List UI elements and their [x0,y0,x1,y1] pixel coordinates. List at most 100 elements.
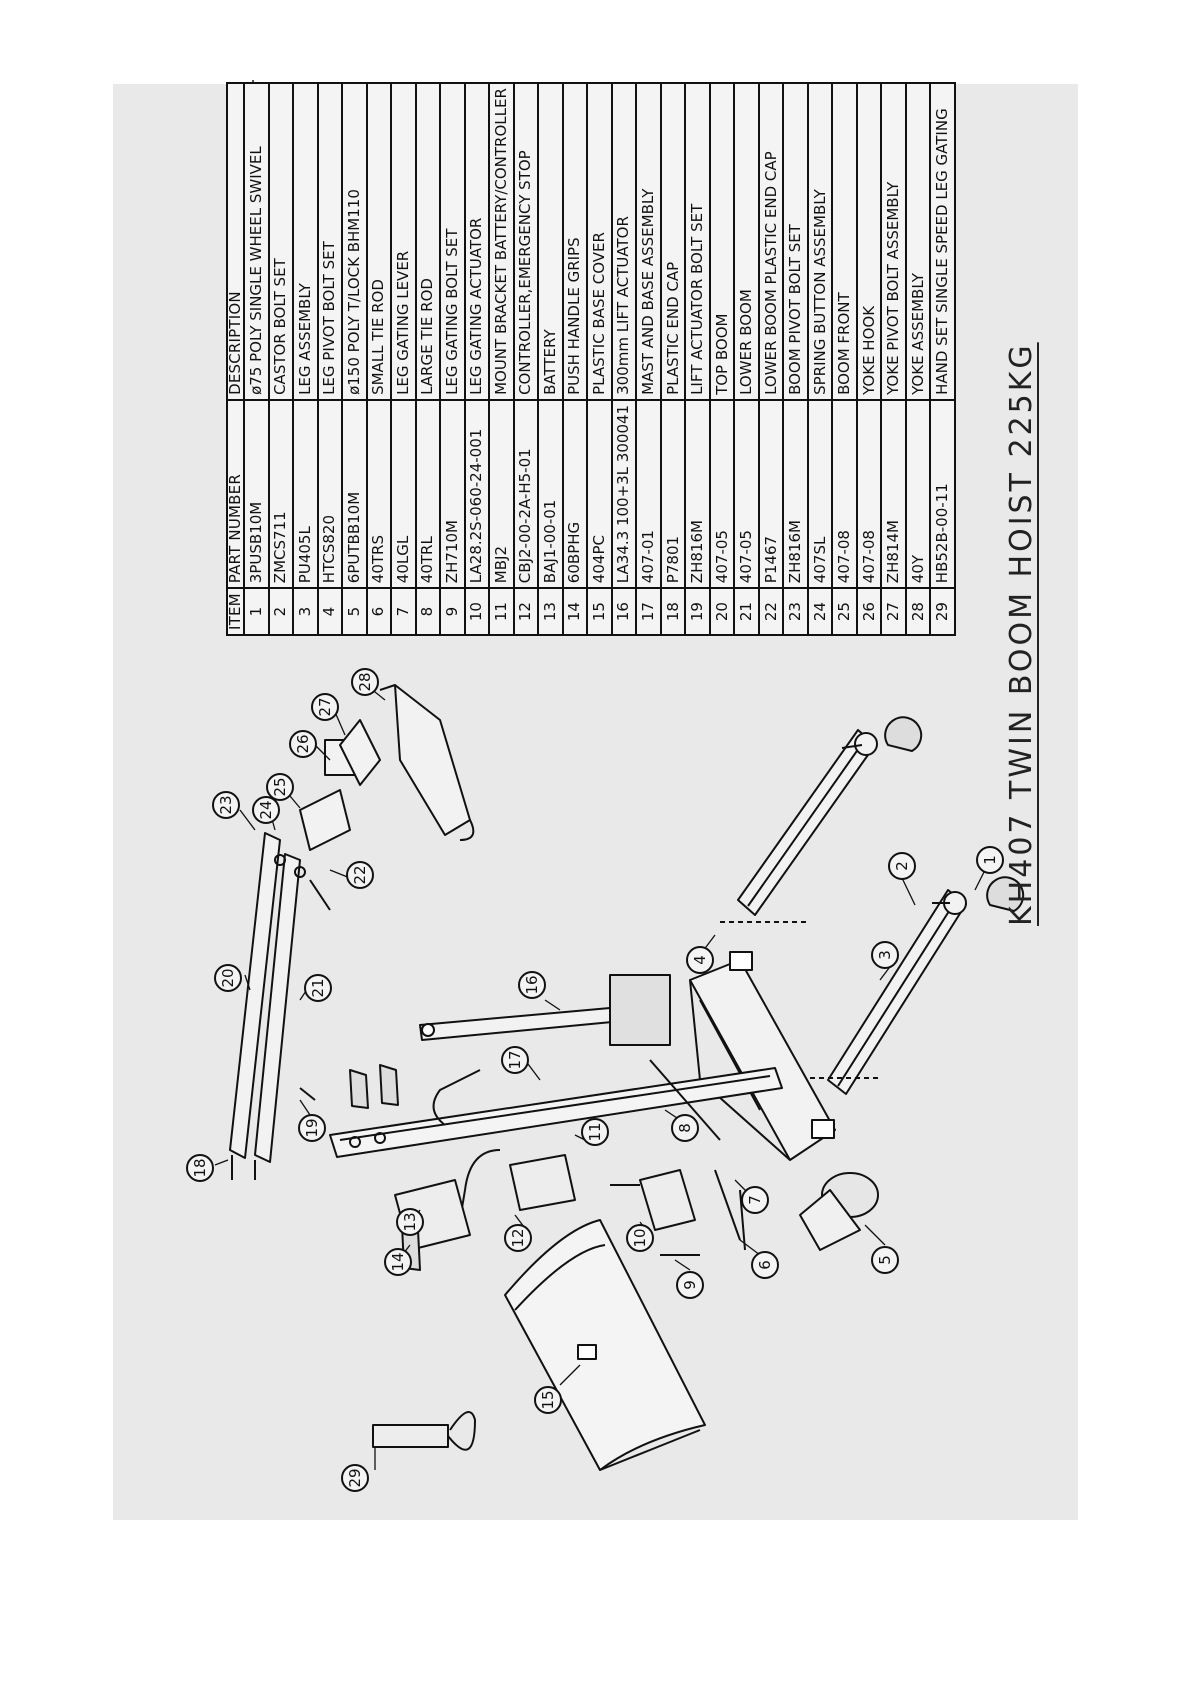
svg-text:11: 11 [586,1122,604,1141]
table-cell-part-number: 40TRL [415,399,441,589]
table-cell-part-number: ZMCS711 [268,399,294,589]
table-cell-description: MAST AND BASE ASSEMBLY [636,83,661,400]
header-description: DESCRIPTION [227,83,244,400]
table-cell-part-number: 407-08 [832,399,857,589]
tie-rods [649,1059,746,1251]
table-cell-part-number: 407SL [807,399,833,589]
svg-text:14: 14 [389,1252,407,1271]
table-cell-description: PLASTIC END CAP [660,83,686,400]
svg-text:16: 16 [523,975,541,994]
table-cell-part-number: 407-05 [734,399,759,589]
table-cell-description: 300mm LIFT ACTUATOR [611,83,637,400]
table-cell-part-number: ZH710M [440,399,465,589]
table-cell-description: SMALL TIE ROD [366,83,392,400]
table-cell-description: BOOM FRONT [832,83,857,400]
table-cell-part-number: 407-08 [856,399,882,589]
yoke-assembly [379,684,475,841]
svg-text:6: 6 [756,1260,774,1270]
table-cell-description: PUSH HANDLE GRIPS [562,83,588,400]
table-cell-item: 8 [415,588,441,635]
table-cell-item: 16 [611,588,637,635]
header-item: ITEM [227,588,244,635]
table-cell-item: 14 [562,588,588,635]
table-cell-item: 13 [538,588,563,635]
table-cell-part-number: CBJ2-00-2A-H5-01 [513,399,539,589]
table-cell-description: LEG ASSEMBLY [293,83,318,400]
table-cell-item: 22 [758,588,784,635]
leg-assembly-right [737,716,923,916]
leg-gating-actuator [610,1169,700,1256]
table-cell-item: 10 [464,588,490,635]
table-cell-part-number: 40Y [905,399,931,589]
balloon-23: 23 [212,791,240,819]
svg-text:25: 25 [271,777,289,796]
table-cell-description: LEG GATING LEVER [391,83,416,400]
table-cell-description: BATTERY [538,83,563,400]
table-cell-part-number: ZH814M [881,399,906,589]
table-cell-description: YOKE PIVOT BOLT ASSEMBLY [881,83,906,400]
table-cell-part-number: 404PC [587,399,612,589]
plastic-base-cover [504,1219,706,1471]
table-cell-description: YOKE ASSEMBLY [905,83,931,400]
table-cell-description: HAND SET SINGLE SPEED LEG GATING [930,83,955,400]
table-cell-part-number: 3PUSB10M [244,399,269,589]
balloon-11: 11 [581,1118,609,1146]
table-cell-item: 25 [832,588,857,635]
balloon-4: 4 [686,946,714,974]
table-cell-part-number: P7801 [660,399,686,589]
balloon-15: 15 [534,1386,562,1414]
table-cell-part-number: LA28.2S-060-24-001 [464,399,490,589]
balloon-12: 12 [504,1224,532,1252]
table-cell-description: CASTOR BOLT SET [268,83,294,400]
balloon-26: 26 [289,730,317,758]
balloon-29: 29 [341,1464,369,1492]
svg-text:23: 23 [217,795,235,814]
table-cell-part-number: 60BPHG [562,399,588,589]
balloon-7: 7 [741,1186,769,1214]
table-cell-item: 23 [783,588,808,635]
table-cell-part-number: 40LGL [391,399,416,589]
table-cell-item: 19 [685,588,710,635]
balloon-27: 27 [311,693,339,721]
table-cell-part-number: 6PUTBB10M [342,399,367,589]
drawing-title: KH407 TWIN BOOM HOIST 225KG [1004,342,1039,926]
balloon-10: 10 [626,1224,654,1252]
balloon-6: 6 [751,1251,779,1279]
table-cell-description: LIFT ACTUATOR BOLT SET [685,83,710,400]
svg-text:15: 15 [539,1390,557,1409]
table-cell-description: BOOM PIVOT BOLT SET [783,83,808,400]
svg-text:10: 10 [631,1228,649,1247]
svg-text:7: 7 [746,1195,764,1205]
yoke-hook [339,719,381,786]
table-cell-description: CONTROLLER,EMERGENCY STOP [513,83,539,400]
table-cell-description: PLASTIC BASE COVER [587,83,612,400]
table-cell-description: YOKE HOOK [856,83,882,400]
base-frame [689,951,836,1161]
table-cell-part-number: ZH816M [685,399,710,589]
boom-pivot-bolts [231,854,331,1180]
table-cell-item: 3 [293,588,318,635]
svg-text:8: 8 [676,1123,694,1133]
svg-text:19: 19 [303,1118,321,1137]
leg-assembly-left [827,876,1025,1095]
table-cell-item: 17 [636,588,661,635]
balloon-14: 14 [384,1248,412,1276]
scan-mark [252,80,254,82]
